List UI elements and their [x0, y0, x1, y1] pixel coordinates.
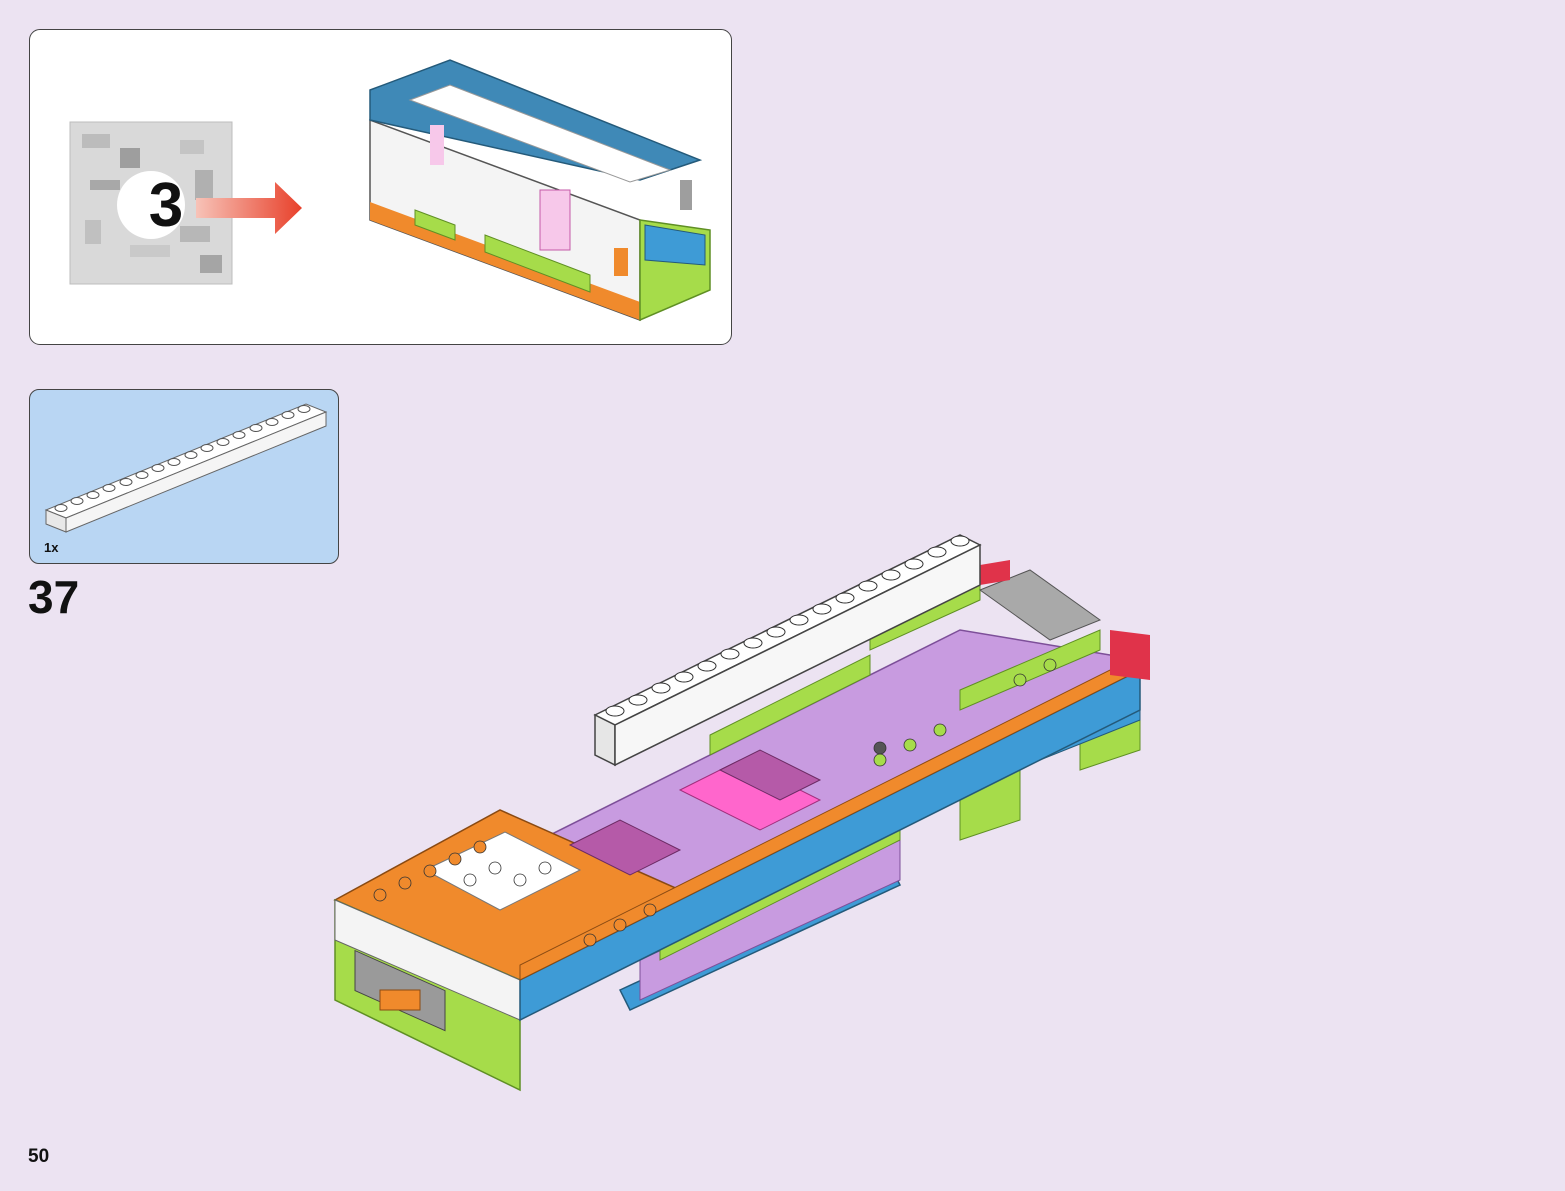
step-number: 37: [28, 574, 79, 620]
camper-chassis-illustration: [320, 520, 1180, 1110]
subassembly-callout: 3: [29, 29, 732, 345]
part-quantity: 1x: [44, 540, 58, 555]
white-brick-1x16-illustration: [30, 390, 339, 564]
page-number: 50: [28, 1147, 49, 1166]
camper-model-illustration: [370, 60, 710, 320]
parts-list: 1x: [29, 389, 339, 564]
bag-number: 3: [132, 172, 200, 240]
